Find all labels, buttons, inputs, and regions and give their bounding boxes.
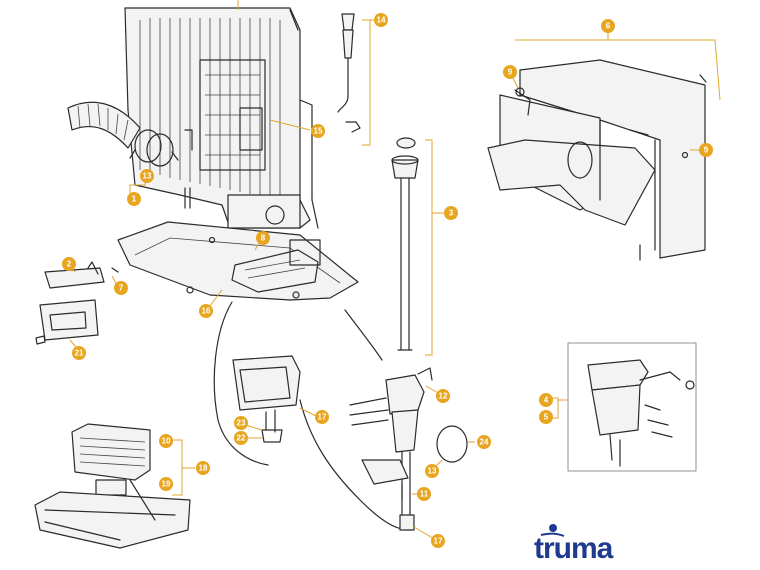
callout-17b-label: 17 — [434, 537, 443, 546]
callout-2: 2 — [62, 257, 76, 271]
callout-15: 15 — [311, 124, 325, 138]
base-plate — [117, 221, 359, 301]
clamp-rings — [129, 129, 193, 167]
logo-text: truma — [534, 532, 614, 565]
flexible-duct — [67, 101, 141, 149]
callout-6-label: 6 — [606, 22, 611, 31]
callout-18: 18 — [196, 461, 210, 475]
callout-2-label: 2 — [67, 260, 72, 269]
callout-13b-label: 13 — [428, 467, 437, 476]
callout-13a-label: 13 — [143, 172, 152, 181]
piezo-igniter — [232, 355, 301, 443]
gas-valve-assembly — [349, 367, 468, 531]
callout-7: 7 — [114, 281, 128, 295]
callout-1: 1 — [127, 192, 141, 206]
callout-10: 10 — [159, 434, 173, 448]
callout-9a-label: 9 — [508, 68, 513, 77]
callout-12: 12 — [436, 389, 450, 403]
callout-4: 4 — [539, 393, 553, 407]
logo-dot — [549, 524, 557, 532]
callout-22: 22 — [234, 431, 248, 445]
callout-15-label: 15 — [314, 127, 323, 136]
callout-16-label: 16 — [202, 307, 211, 316]
control-rod — [391, 137, 419, 351]
cables — [213, 301, 411, 531]
callout-13a: 13 — [140, 169, 154, 183]
callout-23: 23 — [234, 416, 248, 430]
callout-3: 3 — [444, 206, 458, 220]
callout-1-label: 1 — [132, 195, 137, 204]
callout-19: 19 — [159, 477, 173, 491]
callout-23-label: 23 — [237, 419, 246, 428]
callout-5: 5 — [539, 410, 553, 424]
callout-8: 8 — [256, 231, 270, 245]
callout-9b-label: 9 — [704, 146, 709, 155]
callout-5-label: 5 — [544, 413, 549, 422]
callout-19-label: 19 — [162, 480, 171, 489]
callout-24-label: 24 — [480, 438, 489, 447]
heater-body — [124, 7, 319, 229]
callout-11: 11 — [417, 487, 431, 501]
callout-4-label: 4 — [544, 396, 549, 405]
callout-14: 14 — [374, 13, 388, 27]
callout-17a-label: 17 — [318, 413, 327, 422]
leader-lines — [67, 0, 721, 541]
callout-16: 16 — [199, 304, 213, 318]
callout-3-label: 3 — [449, 209, 454, 218]
callout-14-label: 14 — [377, 16, 386, 25]
cowl-and-tray — [34, 423, 191, 549]
callout-12-label: 12 — [439, 392, 448, 401]
callout-8-label: 8 — [261, 234, 266, 243]
side-trim-parts — [35, 261, 119, 345]
callout-13b: 13 — [425, 464, 439, 478]
callout-9a: 9 — [503, 65, 517, 79]
truma-logo: truma — [534, 524, 615, 565]
callout-11-label: 11 — [420, 490, 429, 499]
inset-box-4-5 — [567, 342, 697, 472]
callout-9b: 9 — [699, 143, 713, 157]
callout-22-label: 22 — [237, 434, 246, 443]
callout-18-label: 18 — [199, 464, 208, 473]
callout-21: 21 — [72, 346, 86, 360]
callout-17a: 17 — [315, 410, 329, 424]
callout-17b: 17 — [431, 534, 445, 548]
callout-6: 6 — [601, 19, 615, 33]
callout-7-label: 7 — [119, 284, 124, 293]
ignition-electrode — [337, 13, 361, 133]
callout-21-label: 21 — [75, 349, 84, 358]
callout-10-label: 10 — [162, 437, 171, 446]
mounting-frame — [487, 59, 707, 261]
callout-24: 24 — [477, 435, 491, 449]
burner-elements — [239, 107, 263, 151]
